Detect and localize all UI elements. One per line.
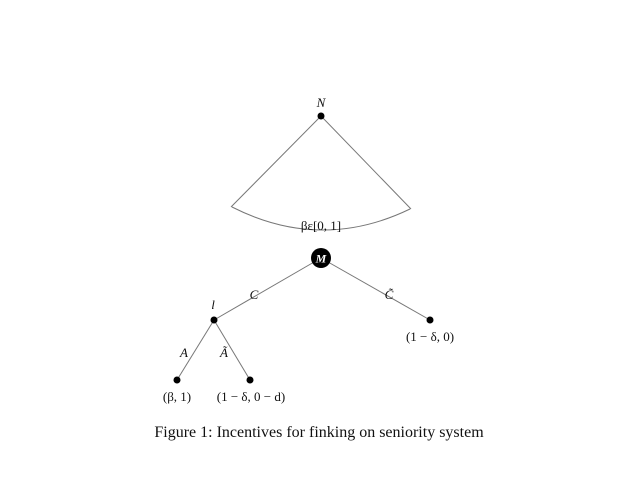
- player-label: l: [211, 297, 215, 312]
- manager-label: M: [315, 252, 327, 266]
- move-label-c: C: [250, 287, 259, 302]
- nature-right-edge: [320, 115, 412, 210]
- player-node: [210, 316, 218, 324]
- payoff-a-tilde: (1 − δ, 0 − d): [217, 389, 285, 404]
- payoff-c-tilde: (1 − δ, 0): [406, 329, 454, 344]
- chance-range-arc: [231, 206, 411, 231]
- move-label-a: A: [179, 345, 188, 360]
- edge-c: [213, 257, 322, 321]
- edge-a: [176, 319, 215, 381]
- nature-left-edge: [230, 115, 322, 208]
- edge-c-tilde: [320, 257, 431, 321]
- nature-label: N: [316, 95, 327, 110]
- terminal-node-a-tilde: [246, 376, 254, 384]
- terminal-node-a: [173, 376, 181, 384]
- nature-node: [317, 112, 325, 120]
- move-label-a-tilde: Ã: [219, 345, 228, 360]
- figure-caption: Figure 1: Incentives for finking on seni…: [154, 424, 484, 441]
- terminal-node-c-tilde: [426, 316, 434, 324]
- move-label-c-tilde: C̃: [385, 287, 394, 302]
- payoff-a: (β, 1): [163, 389, 191, 404]
- edge-a-tilde: [213, 319, 251, 381]
- manager-node: [311, 248, 331, 268]
- chance-range-label: βε[0, 1]: [301, 218, 341, 233]
